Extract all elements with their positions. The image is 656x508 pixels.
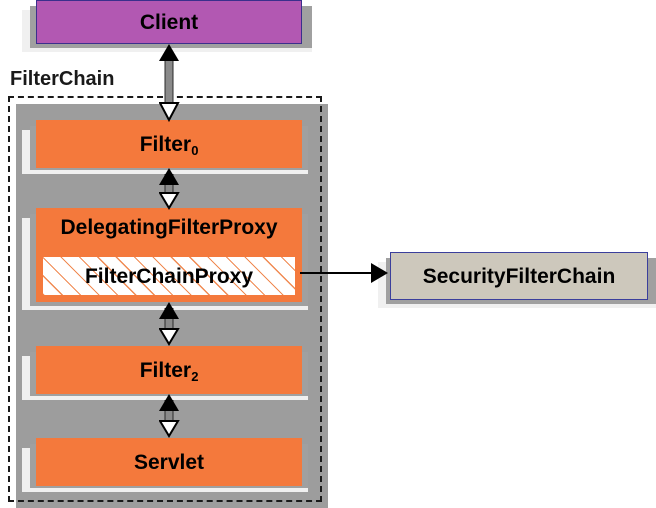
- node-delegating-filter-proxy[interactable]: DelegatingFilterProxy FilterChainProxy: [36, 208, 302, 302]
- connector-filter2-to-servlet: [157, 394, 181, 438]
- arrowhead-down-hollow: [159, 328, 180, 346]
- node-filter-chain-proxy[interactable]: FilterChainProxy: [42, 256, 296, 296]
- node-filter0-label: Filter0: [139, 132, 199, 159]
- arrowhead-up: [159, 394, 179, 411]
- arrow-shaft: [164, 52, 174, 114]
- node-client-label: Client: [139, 10, 199, 34]
- arrowhead-up: [159, 302, 179, 319]
- node-delegating-filter-proxy-label: DelegatingFilterProxy: [60, 216, 278, 239]
- node-filter0-subscript: 0: [191, 143, 199, 159]
- node-filter0[interactable]: Filter0: [36, 120, 302, 168]
- connector-filter-chain-proxy-to-security-filter-chain: [300, 263, 388, 283]
- arrowhead-right: [371, 263, 388, 283]
- arrow-shaft: [300, 272, 374, 274]
- connector-filter0-to-delegating-filter-proxy: [157, 168, 181, 210]
- node-servlet[interactable]: Servlet: [36, 438, 302, 486]
- node-security-filter-chain-label: SecurityFilterChain: [422, 264, 616, 288]
- node-servlet-label: Servlet: [133, 450, 205, 474]
- connector-client-to-filter0: [157, 44, 181, 122]
- arrowhead-down-hollow: [159, 420, 180, 438]
- node-client[interactable]: Client: [36, 0, 302, 44]
- arrow-shaft: [164, 400, 174, 430]
- filterchain-label: FilterChain: [10, 68, 115, 90]
- arrowhead-up: [159, 44, 179, 61]
- arrow-shaft: [164, 308, 174, 338]
- arrow-shaft: [164, 174, 174, 202]
- connector-delegating-filter-proxy-to-filter2: [157, 302, 181, 346]
- arrowhead-down-hollow: [159, 102, 180, 122]
- arrowhead-up: [159, 168, 179, 185]
- node-security-filter-chain[interactable]: SecurityFilterChain: [390, 252, 648, 300]
- node-filter2-subscript: 2: [191, 369, 199, 385]
- node-filter-chain-proxy-label: FilterChainProxy: [84, 264, 254, 288]
- node-filter2[interactable]: Filter2: [36, 346, 302, 394]
- node-filter2-label: Filter2: [139, 358, 199, 385]
- arrowhead-down-hollow: [159, 192, 180, 210]
